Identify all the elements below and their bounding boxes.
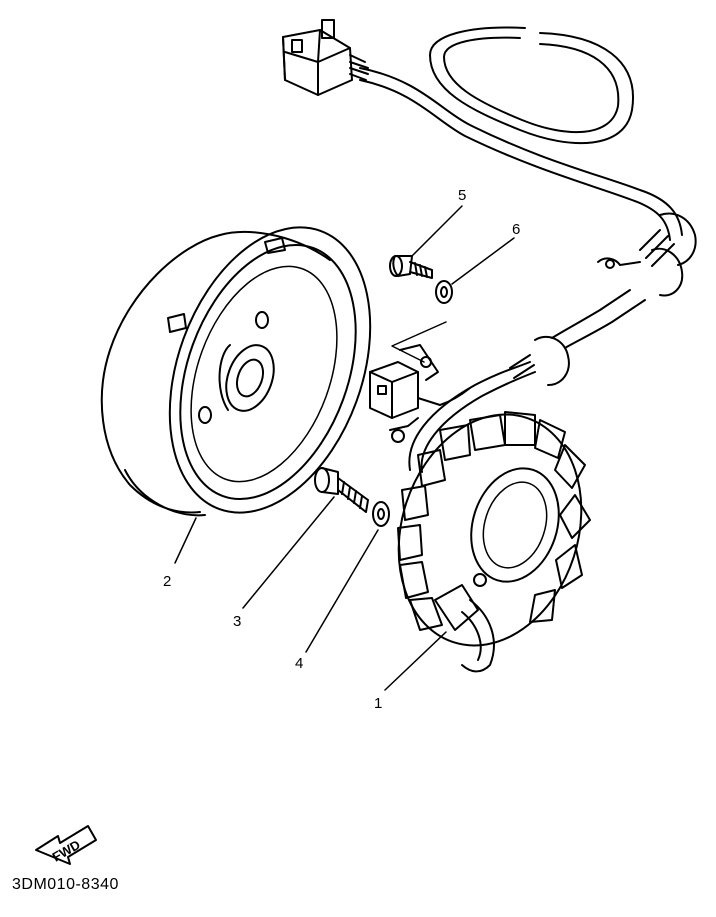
part-code-label: 3DM010-8340 [12, 876, 119, 893]
washer-part-4 [372, 501, 390, 527]
pickup-coil [369, 344, 471, 443]
fwd-label: FWD [50, 837, 83, 865]
wire-harness [282, 19, 697, 386]
stator-assembly [397, 361, 591, 673]
bolt-part-3 [314, 467, 369, 513]
callout-1: 1 [374, 695, 382, 712]
fwd-arrow-icon: FWD [35, 825, 97, 865]
callout-5: 5 [458, 187, 466, 204]
callout-2: 2 [163, 573, 171, 590]
callout-3: 3 [233, 613, 241, 630]
washer-part-6 [435, 280, 453, 304]
callout-4: 4 [295, 655, 303, 672]
callout-6: 6 [512, 221, 520, 238]
leader-lines [174, 205, 515, 691]
screw-part-5 [389, 255, 433, 279]
rotor-flywheel [100, 226, 372, 517]
